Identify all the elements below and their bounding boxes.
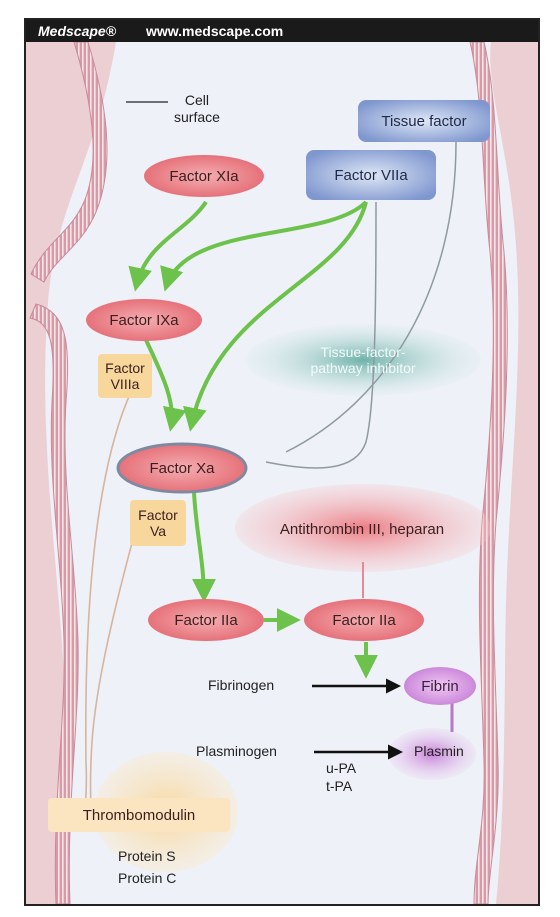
protein-s-label: Protein S xyxy=(118,848,176,864)
tpa-label: t-PA xyxy=(326,778,352,794)
factor-va-label-line1: Factor xyxy=(138,507,178,523)
thrombomodulin-label: Thrombomodulin xyxy=(48,798,230,832)
fibrinogen-label: Fibrinogen xyxy=(208,677,274,693)
factor-ixa-label: Factor IXa xyxy=(86,299,202,341)
factor-viia-label: Factor VIIa xyxy=(306,150,436,200)
upa-label: u-PA xyxy=(326,760,356,776)
tfpi-label-line2: pathway inhibitor xyxy=(310,360,415,376)
factor-va-label-line2: Va xyxy=(150,523,166,539)
tissue-factor-label: Tissue factor xyxy=(358,100,490,142)
diagram-canvas: Cell surface Tissue factor Factor VIIa F… xyxy=(26,42,538,904)
plasminogen-label: Plasminogen xyxy=(196,743,277,759)
brand-name: Medscape® xyxy=(38,23,116,39)
factor-iia-right-label: Factor IIa xyxy=(304,599,424,641)
diagram-frame: Medscape® www.medscape.com xyxy=(24,18,540,906)
cell-surface-label-line1: Cell xyxy=(174,92,220,109)
factor-viiia-label-line1: Factor xyxy=(105,360,145,376)
antithrombin-label: Antithrombin III, heparan xyxy=(242,512,482,546)
factor-viiia-label: Factor VIIIa xyxy=(98,354,152,398)
factor-iia-left-label: Factor IIa xyxy=(148,599,264,641)
factor-va-label: Factor Va xyxy=(130,500,186,546)
factor-xa-label: Factor Xa xyxy=(118,444,246,492)
fibrin-label: Fibrin xyxy=(404,667,476,705)
factor-xia-label: Factor XIa xyxy=(144,155,264,197)
protein-c-label: Protein C xyxy=(118,870,176,886)
diagram-graphics xyxy=(26,42,538,904)
cell-surface-label: Cell surface xyxy=(174,92,220,126)
tfpi-label: Tissue-factor- pathway inhibitor xyxy=(245,336,481,384)
plasmin-label: Plasmin xyxy=(414,743,464,759)
factor-viiia-label-line2: VIIIa xyxy=(111,376,140,392)
site-url: www.medscape.com xyxy=(146,23,283,39)
tfpi-label-line1: Tissue-factor- xyxy=(320,344,405,360)
cell-surface-label-line2: surface xyxy=(174,109,220,126)
header-bar: Medscape® www.medscape.com xyxy=(26,20,538,42)
